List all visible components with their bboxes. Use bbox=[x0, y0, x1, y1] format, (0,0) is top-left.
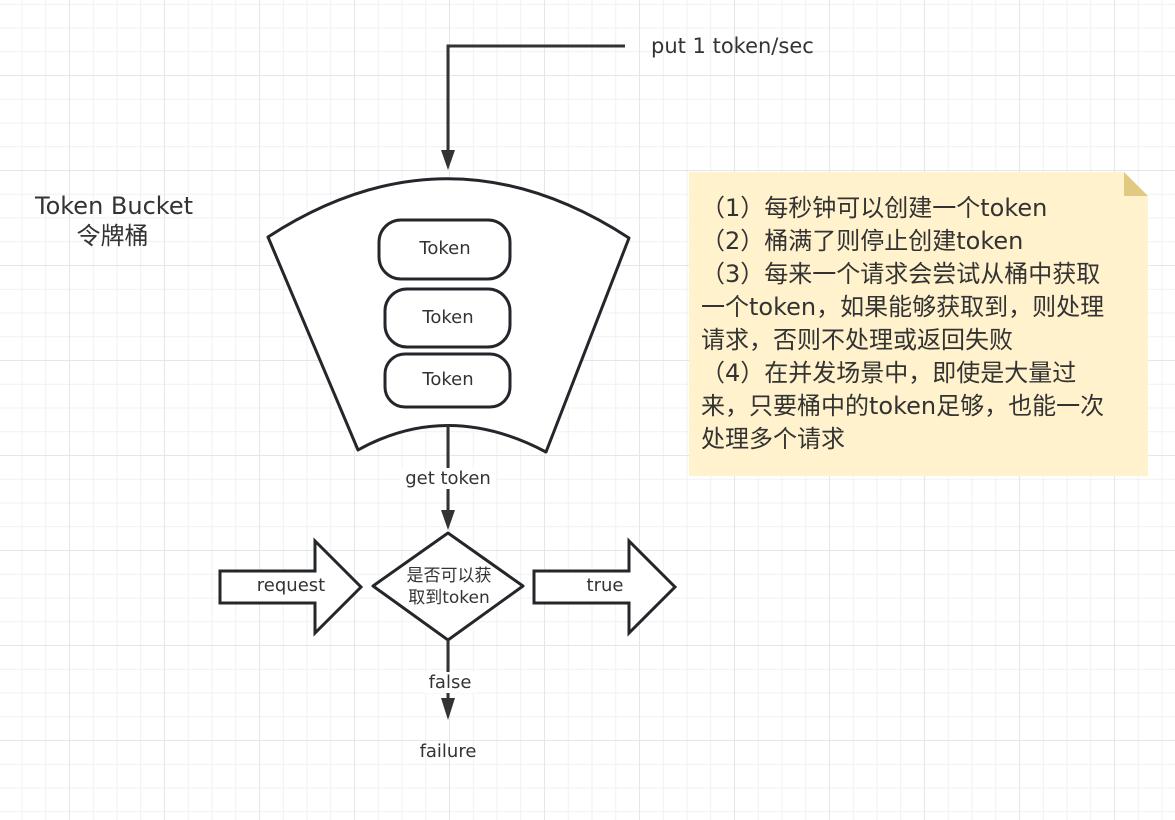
token-box[interactable] bbox=[383, 287, 512, 349]
get-token-arrowhead bbox=[441, 510, 455, 530]
token-label: Token bbox=[422, 369, 474, 390]
title-chinese: 令牌桶 bbox=[76, 222, 149, 250]
decision-label-line1: 是否可以获 bbox=[406, 566, 492, 586]
note-shape[interactable] bbox=[689, 172, 1148, 476]
input-connector[interactable] bbox=[446, 44, 625, 158]
decision-label: 是否可以获 取到token bbox=[387, 565, 511, 609]
failure-label: failure bbox=[419, 741, 477, 762]
note-line-3: （3）每来一个请求会尝试从桶中获取一个token，如果能够获取到，则处理请求，否… bbox=[701, 260, 1105, 354]
note-line-2: （2）桶满了则停止创建token bbox=[701, 227, 1024, 255]
token-label: Token bbox=[422, 307, 474, 328]
token-box[interactable] bbox=[383, 352, 512, 409]
false-arrowhead bbox=[441, 698, 455, 720]
note-text: （1）每秒钟可以创建一个token （2）桶满了则停止创建token （3）每来… bbox=[689, 172, 1119, 472]
token-label: Token bbox=[419, 238, 471, 259]
true-arrow-shape[interactable] bbox=[532, 537, 678, 637]
true-label: true bbox=[586, 575, 624, 596]
request-label: request bbox=[256, 575, 326, 596]
get-token-label: get token bbox=[400, 468, 496, 489]
note-line-4: （4）在并发场景中，即使是大量过来，只要桶中的token足够，也能一次处理多个请… bbox=[701, 359, 1105, 453]
decision-label-line2: 取到token bbox=[408, 588, 490, 608]
title-english: Token Bucket bbox=[35, 192, 194, 220]
diagram-title: Token Bucket 令牌桶 bbox=[35, 191, 194, 251]
token-box[interactable] bbox=[377, 218, 512, 281]
input-arrowhead bbox=[441, 150, 455, 170]
note-fold bbox=[1124, 172, 1148, 196]
request-arrow-shape[interactable] bbox=[218, 537, 364, 637]
false-label: false bbox=[424, 672, 476, 693]
put-token-label: put 1 token/sec bbox=[651, 34, 814, 58]
note-line-1: （1）每秒钟可以创建一个token bbox=[701, 194, 1048, 222]
